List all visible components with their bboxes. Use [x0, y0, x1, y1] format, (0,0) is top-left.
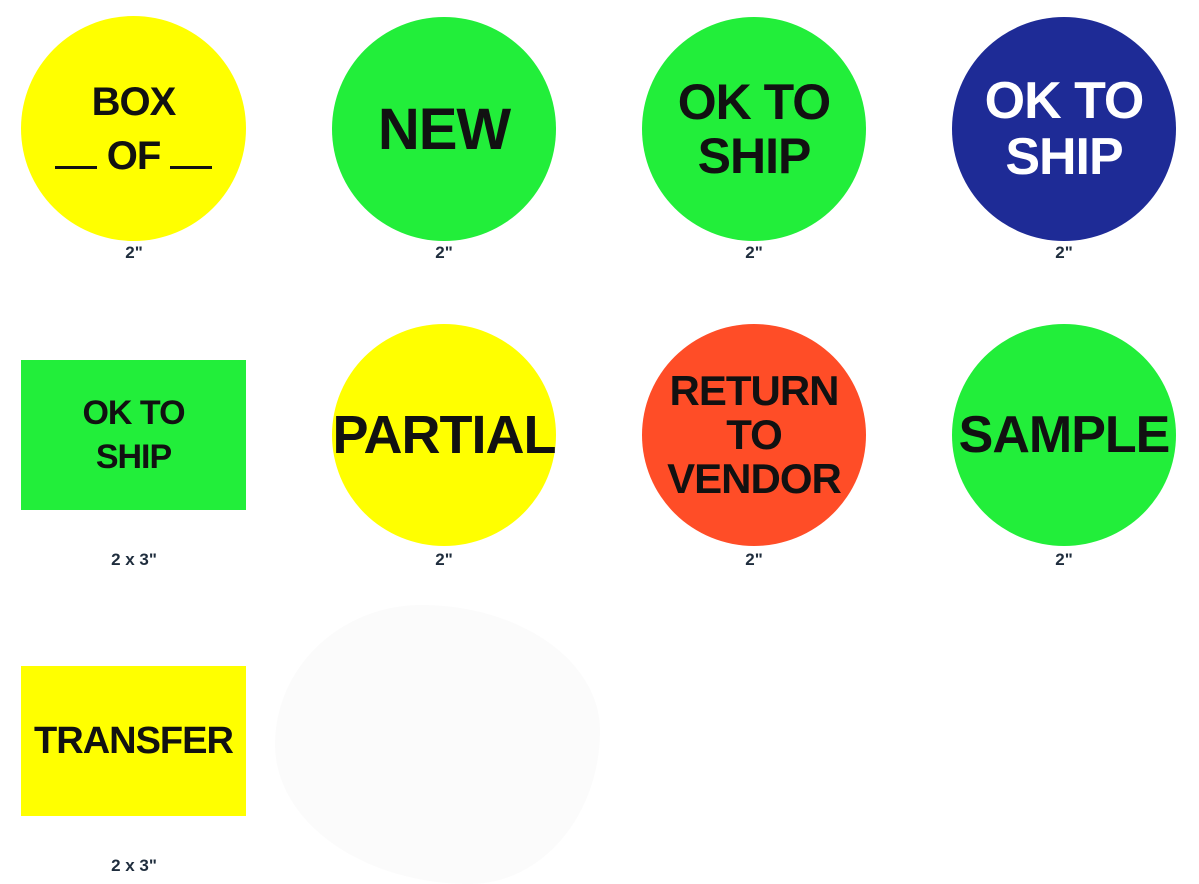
- label-new: NEW: [332, 17, 556, 241]
- label-line: TRANSFER: [34, 719, 234, 762]
- label-line: SHIP: [1005, 128, 1123, 186]
- label-line: OK TO: [677, 74, 831, 130]
- size-caption: 2 x 3": [111, 550, 157, 569]
- label-line: SHIP: [95, 438, 172, 476]
- size-caption: 2": [125, 243, 143, 262]
- size-caption: 2": [1055, 243, 1073, 262]
- label-ok-to-ship-blue: OK TO SHIP: [952, 17, 1176, 241]
- label-sample: SAMPLE: [952, 324, 1176, 546]
- label-line: OF: [106, 133, 162, 178]
- size-caption: 2": [745, 550, 763, 569]
- label-line: PARTIAL: [332, 405, 557, 465]
- blank-line: [54, 164, 97, 169]
- size-caption: 2": [435, 243, 453, 262]
- blank-line: [170, 164, 213, 169]
- label-line: NEW: [377, 96, 511, 162]
- label-partial: PARTIAL: [332, 324, 556, 546]
- label-box-of: BOX OF: [21, 16, 246, 241]
- size-caption: 2": [435, 550, 453, 569]
- label-line: TO: [726, 411, 783, 458]
- label-ok-to-ship-rect: OK TO SHIP: [21, 360, 246, 510]
- size-caption: 2 x 3": [111, 856, 157, 875]
- size-caption: 2": [745, 243, 763, 262]
- label-line: BOX: [91, 79, 177, 124]
- label-line: OK TO: [984, 72, 1145, 130]
- label-line: RETURN: [669, 367, 840, 414]
- background-smudge: [275, 605, 600, 884]
- label-ok-to-ship: OK TO SHIP: [642, 17, 866, 241]
- label-line: SHIP: [697, 128, 812, 184]
- label-line: VENDOR: [667, 455, 842, 502]
- size-caption: 2": [1055, 550, 1073, 569]
- label-return-to-vendor: RETURN TO VENDOR: [642, 324, 866, 546]
- label-line-with-blanks: OF: [45, 129, 223, 183]
- label-line: SAMPLE: [958, 406, 1171, 464]
- label-line: OK TO: [82, 394, 185, 432]
- label-transfer: TRANSFER: [21, 666, 246, 816]
